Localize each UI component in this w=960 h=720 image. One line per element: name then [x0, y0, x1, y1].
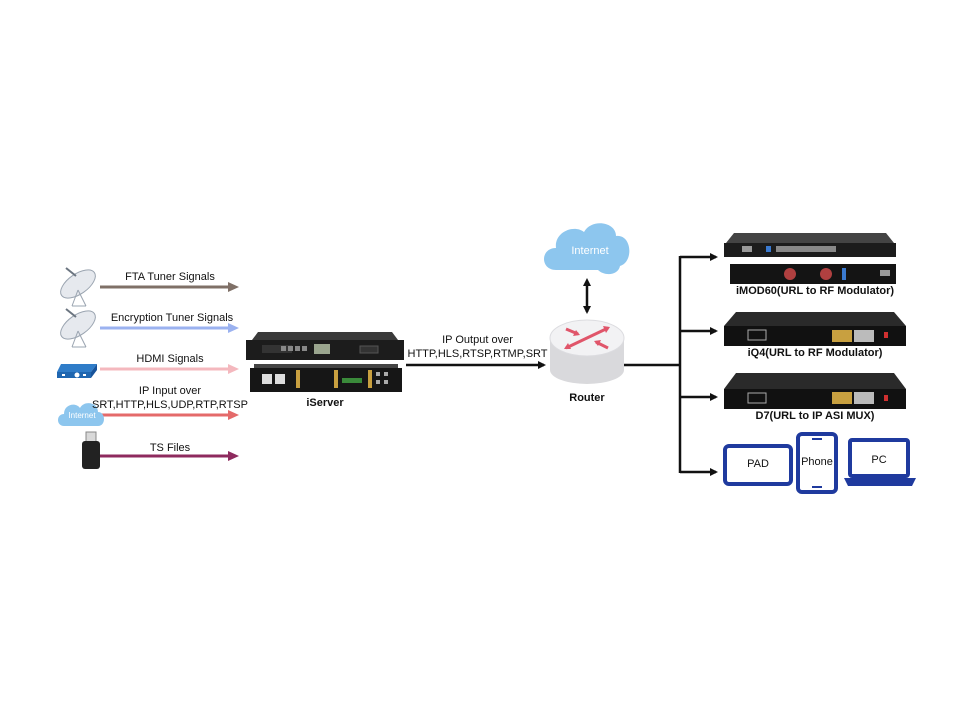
internet-cloud-text: Internet [68, 411, 96, 420]
satellite-dish-icon [60, 267, 96, 307]
client-label-pc: PC [871, 454, 887, 466]
input-label-ts: TS Files [149, 442, 191, 454]
phone-icon [796, 432, 838, 494]
input-arrowhead-fta [228, 282, 239, 292]
internet-cloud-top-icon [544, 223, 630, 275]
router-label: Router [569, 392, 605, 404]
output-label-imod60: iMOD60(URL to RF Modulator) [735, 285, 895, 297]
router-icon [549, 319, 625, 384]
input-arrowhead-encryption [228, 323, 239, 333]
input-label-hdmi: HDMI Signals [136, 353, 204, 365]
internet-label: Internet [571, 245, 609, 257]
iserver-device [246, 332, 404, 392]
internet-cloud-icon [58, 403, 104, 426]
input-arrowhead-ip-input [228, 410, 239, 420]
ip-output-line1: IP Output over [442, 334, 513, 346]
output-label-iq4: iQ4(URL to RF Modulator) [747, 347, 883, 359]
satellite-dish-icon [60, 308, 96, 348]
input-label-fta: FTA Tuner Signals [125, 271, 215, 283]
iq4-device [724, 312, 906, 346]
imod60-device [724, 233, 896, 284]
hdmi-device-icon [57, 364, 97, 378]
ip-output-line2: HTTP,HLS,RTSP,RTMP,SRT [407, 348, 548, 360]
input-label-encryption: Encryption Tuner Signals [110, 312, 234, 324]
pad-icon [723, 444, 793, 486]
output-label-d7: D7(URL to IP ASI MUX) [755, 410, 875, 422]
input-label-ip-line1: IP Input over [138, 385, 202, 397]
usb-drive-icon [82, 431, 100, 469]
client-label-phone: Phone [801, 456, 833, 468]
input-arrowhead-hdmi [228, 364, 239, 374]
client-label-pad: PAD [747, 458, 769, 470]
d7-device [724, 373, 906, 409]
input-arrowhead-ts-files [228, 451, 239, 461]
input-label-ip-line2: SRT,HTTP,HLS,UDP,RTP,RTSP [92, 399, 248, 411]
pc-icon [844, 438, 916, 486]
iserver-label: iServer [306, 397, 344, 409]
